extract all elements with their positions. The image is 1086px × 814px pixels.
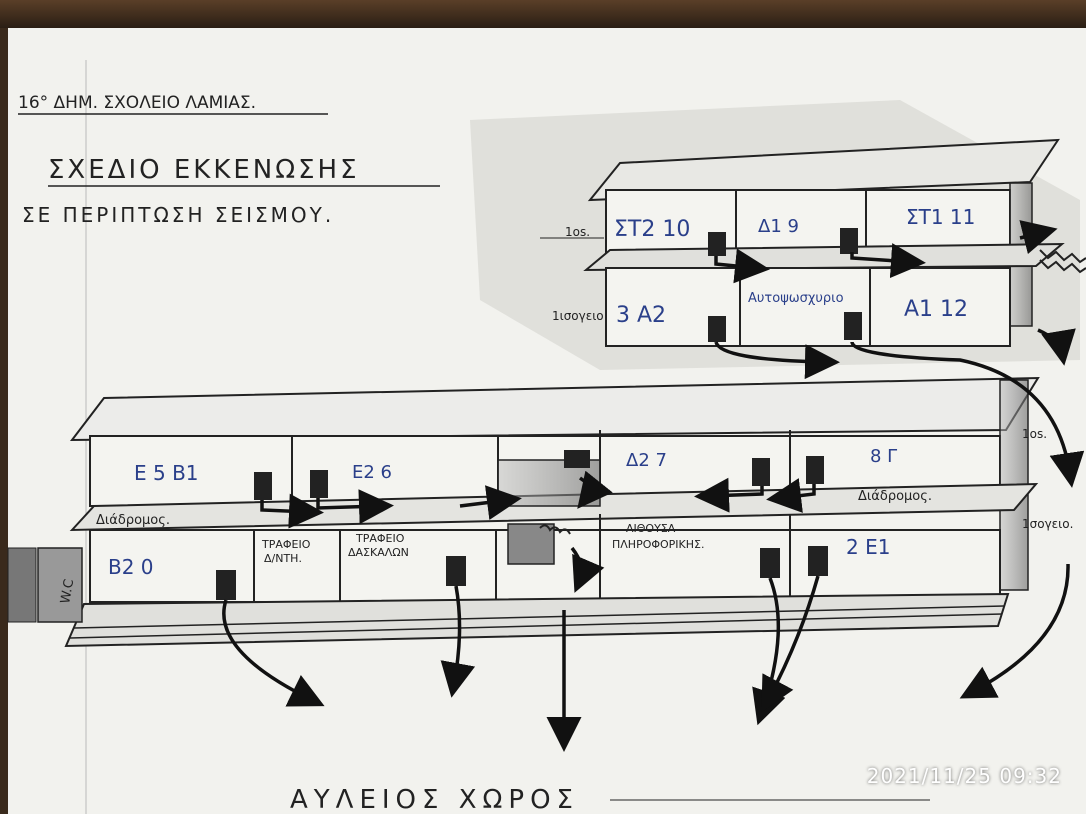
room-d2-7: Δ2 7 [626, 450, 667, 471]
large-floor-upper-label: 1os. [1022, 427, 1047, 441]
small-building [583, 138, 1086, 347]
room-e2-6: Ε2 6 [352, 462, 392, 483]
school-title: 16° ΔΗΜ. ΣΧΟΛΕΙΟ ΛΑΜΙΑΣ. [18, 93, 256, 113]
photo-timestamp: 2021/11/25 09:32 [866, 764, 1062, 788]
room-e5-b1: Ε 5 Β1 [134, 461, 199, 485]
wc-label: W.C [58, 578, 77, 605]
room-8-g: 8 Γ [870, 446, 897, 467]
plan-heading: ΣΧΕΔΙΟ ΕΚΚΕΝΩΣΗΣ [48, 155, 360, 185]
plan-subheading: ΣΕ ΠΕΡΙΠΤΩΣΗ ΣΕΙΣΜΟΥ. [22, 203, 334, 227]
evacuation-arrows [222, 220, 1085, 752]
large-floor-ground-label: 1σογειο. [1022, 517, 1073, 531]
background-table-edge [0, 0, 1086, 28]
room-2-e1: 2 Ε1 [846, 535, 890, 559]
large-building [7, 376, 1040, 648]
corridor-left-label: Διάδρομος. [96, 513, 170, 528]
small-floor-upper-label: 1os. [565, 225, 590, 239]
room-d1-9: Δ1 9 [758, 216, 799, 237]
room-a1-12: Α1 12 [904, 297, 968, 322]
small-floor-ground-label: 1ισογειο [552, 309, 604, 323]
corridor-right-label: Διάδρομος. [858, 489, 932, 504]
yard-label: ΑΥΛΕΙΟΣ ΧΩΡΟΣ [290, 785, 579, 814]
room-st1-11: ΣΤ1 11 [906, 205, 975, 229]
room-st2-10: ΣΤ2 10 [614, 217, 690, 242]
room-autopsycho: Αυτοψωσχυριο [748, 291, 844, 306]
room-b2-0: Β2 0 [108, 555, 154, 579]
room-a2-3: 3 Α2 [616, 303, 666, 328]
